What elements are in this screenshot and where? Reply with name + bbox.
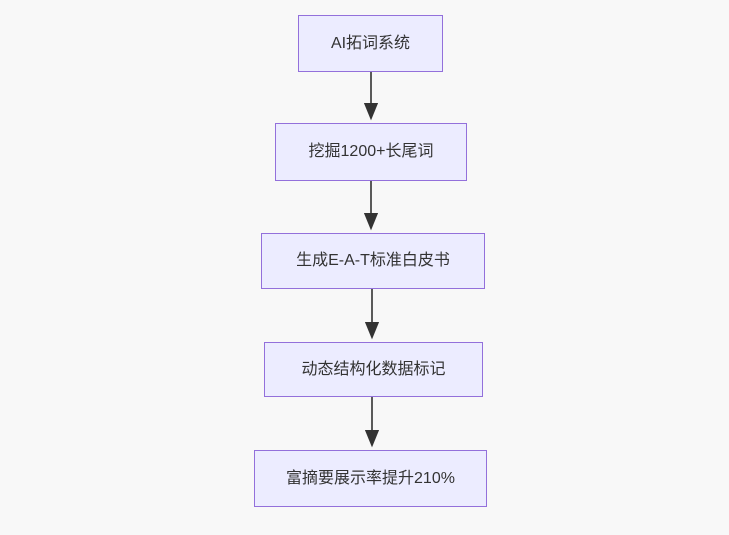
flow-node-label: 动态结构化数据标记: [301, 360, 446, 378]
flow-node-step-4: 动态结构化数据标记: [264, 342, 483, 397]
flow-node-step-2: 挖掘1200+长尾词: [275, 123, 467, 181]
flow-node-label: AI拓词系统: [330, 34, 411, 52]
flow-node-label: 挖掘1200+长尾词: [308, 143, 434, 161]
flow-node-step-5: 富摘要展示率提升210%: [254, 450, 487, 507]
flow-node-label: 富摘要展示率提升210%: [286, 469, 455, 487]
flow-node-step-1: AI拓词系统: [298, 15, 443, 72]
flow-node-step-3: 生成E-A-T标准白皮书: [261, 233, 485, 289]
flow-node-label: 生成E-A-T标准白皮书: [296, 252, 450, 270]
